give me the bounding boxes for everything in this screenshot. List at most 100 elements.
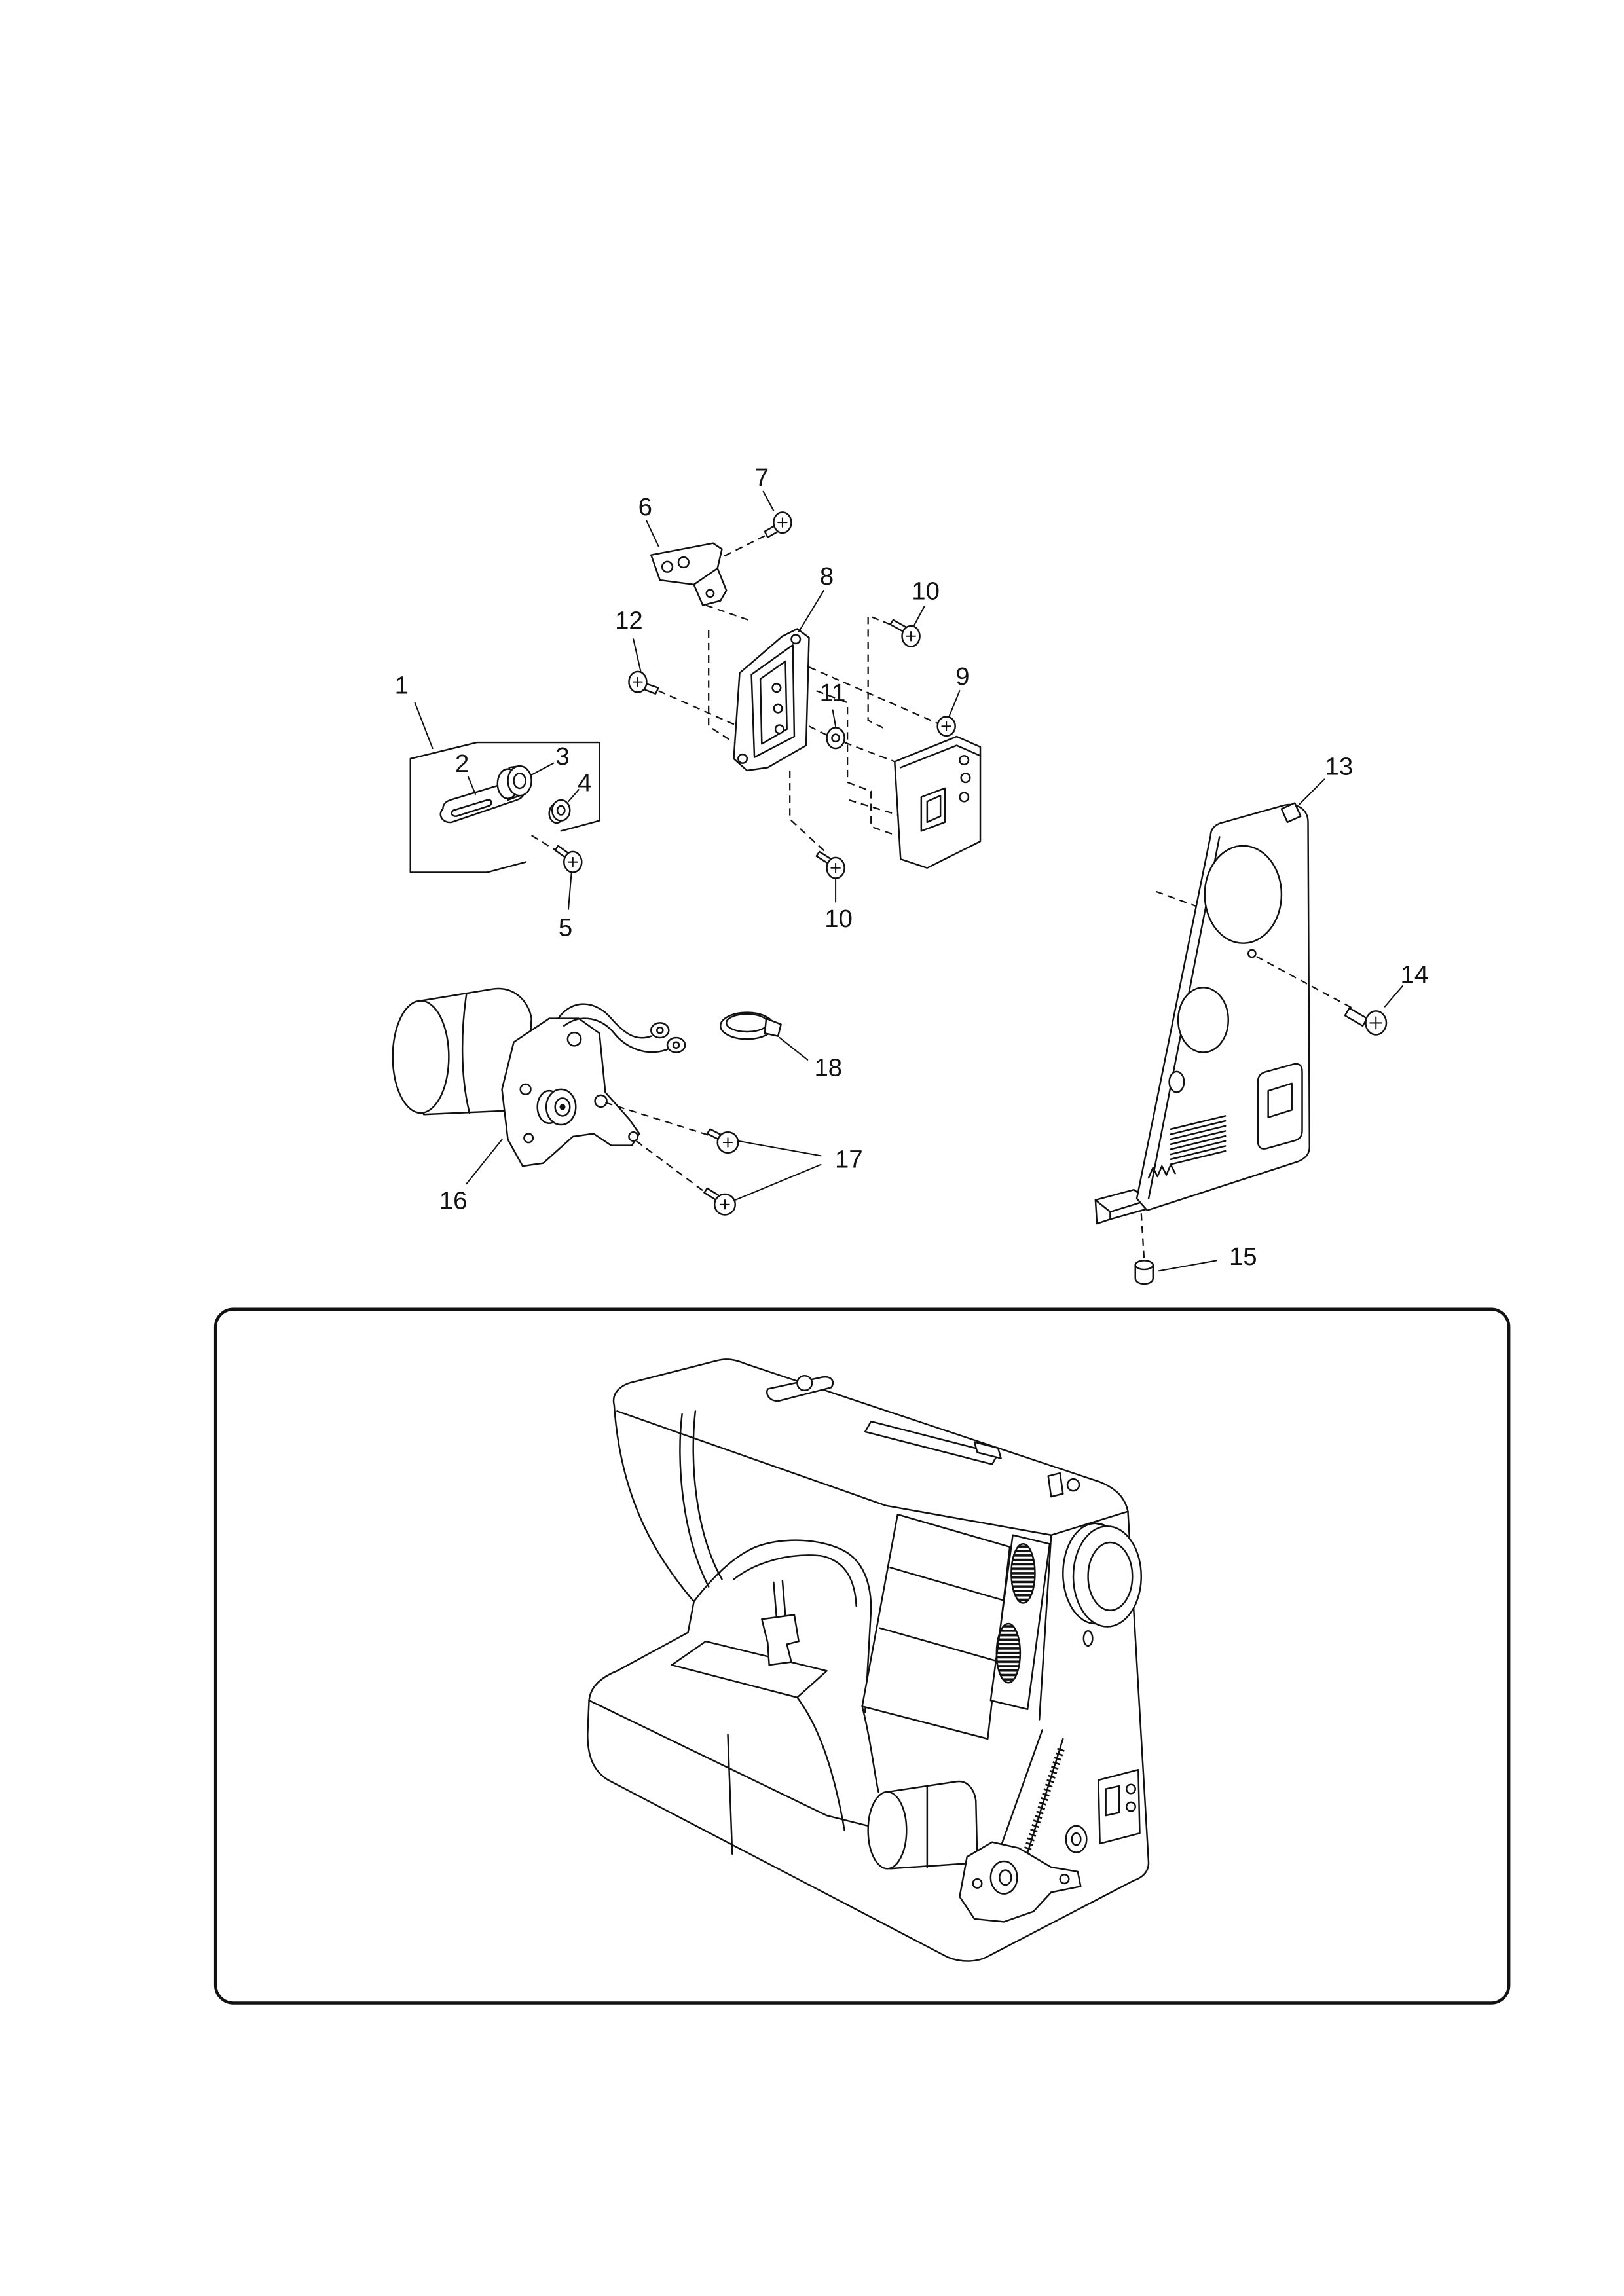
screw-7-recess [777,517,788,528]
needle-plate [671,1640,828,1698]
callout-2: 2 [455,750,469,778]
callout-6: 6 [638,493,652,521]
part-13-side-cover [1094,778,1403,1285]
assembly-line-to-screw-5 [531,835,559,852]
pattern-selector-dial [995,1622,1022,1684]
wire-terminal-2-hole [672,1041,680,1049]
switch-assembly [628,490,982,903]
arm-throat-inner [733,1554,857,1607]
cover-teeth [1147,1163,1176,1179]
machine-socket-2 [1125,1801,1136,1812]
pulley-hub [513,773,526,790]
cover-flange-edge [1094,1199,1149,1225]
screw-10-lower-recess [830,862,841,873]
part-10-upper-screw [889,619,921,647]
part-17-screws [605,1102,822,1216]
motor-band-seam [461,993,471,1114]
leader-9 [948,690,961,717]
nut-11-body [826,727,845,750]
motor-lead-wire-2 [563,1017,669,1053]
mount-hole-tip [628,1131,639,1142]
machine-motor-plate-hole-1 [972,1878,983,1889]
bed-top-front-edge [588,1700,875,1829]
part-14-screw [1344,1007,1388,1036]
assembly-line-8-to-9 [809,666,938,724]
top-thread-guide-knob [796,1375,813,1392]
assembly-line-8-to-box [816,690,898,837]
frame-inner-edge [750,644,796,758]
washer-hole [556,805,566,816]
screw-12-recess [633,676,643,687]
leader-16 [466,1139,503,1185]
part-11-nut [826,727,845,750]
machine-motor-pulley [989,1860,1018,1895]
bracket-hole-right [677,556,690,569]
leader-8 [798,589,825,632]
frame-outer [733,628,810,772]
free-arm-edge [796,1696,845,1831]
screw-14-recess [1369,1016,1383,1030]
washer-front [551,799,571,822]
callout-9: 9 [955,663,969,691]
screw-9-recess [941,721,951,732]
lever-slot [451,799,492,818]
spool-pin [973,1441,1002,1459]
callout-8: 8 [820,562,834,591]
assembly-line-8-to-11 [808,725,895,763]
leader-5 [567,873,572,910]
callout-3: 3 [555,742,569,771]
switch-box-socket-1 [959,755,970,766]
head-front-corner [1038,1534,1052,1721]
screw-17-lower-recess [720,1199,730,1210]
part-16-motor [392,987,686,1185]
part-10-lower-screw [815,850,845,879]
callout-1: 1 [395,672,409,700]
callout-14: 14 [1401,961,1429,989]
assembly-line-8-to-10-lower [789,770,828,854]
machine-side-screw [1065,1825,1088,1853]
callout-labels: 7 6 8 10 12 1 9 11 2 3 4 13 5 10 14 18 1… [395,464,1429,1271]
frame-hole-mid-2 [773,703,783,714]
wire-terminal-1 [650,1022,670,1039]
handwheel-front [1072,1525,1143,1628]
callout-11: 11 [820,679,846,707]
screw-15-head-top [1134,1260,1154,1271]
frame-inner-window [759,660,788,745]
top-cover-slot [864,1420,999,1465]
cover-vent-slots [1170,1115,1227,1165]
bracket-plate [650,542,728,606]
rocker-switch-face [926,794,942,824]
drive-belt-left [994,1729,1043,1864]
assembly-line-12-to-8 [658,690,739,727]
part-6-bracket [650,542,728,606]
part-7-screw [764,511,792,538]
stitch-length-dial [1010,1543,1036,1604]
callout-7: 7 [755,464,769,492]
leader-4 [567,789,580,803]
callout-10-upper: 10 [912,577,940,605]
cover-top-tab [1280,802,1302,824]
machine-motor-body [886,1780,978,1870]
leader-15 [1158,1260,1217,1272]
leader-13 [1298,778,1325,805]
clamp-tab [764,1017,782,1037]
handwheel-inner-ring [1087,1541,1134,1611]
cover-medium-opening [1177,987,1230,1053]
leader-2 [467,775,476,795]
switch-box-socket-3 [959,792,970,803]
mount-hole-bottom [523,1133,534,1144]
callout-18: 18 [814,1054,842,1082]
part-1-pulley-assembly [409,702,600,910]
part-9-screw [936,716,956,737]
cover-large-opening [1204,845,1283,944]
assembly-line-7-to-6 [723,535,766,557]
callout-13: 13 [1325,753,1354,781]
arm-top-front-edge [616,1410,1052,1536]
assembly-line-10-upper [867,614,891,730]
leader-18 [779,1036,809,1061]
leader-12 [633,638,642,672]
arm-throat [693,1539,872,1713]
motor-pulley-groove [554,1097,571,1117]
callout-15: 15 [1229,1243,1257,1271]
